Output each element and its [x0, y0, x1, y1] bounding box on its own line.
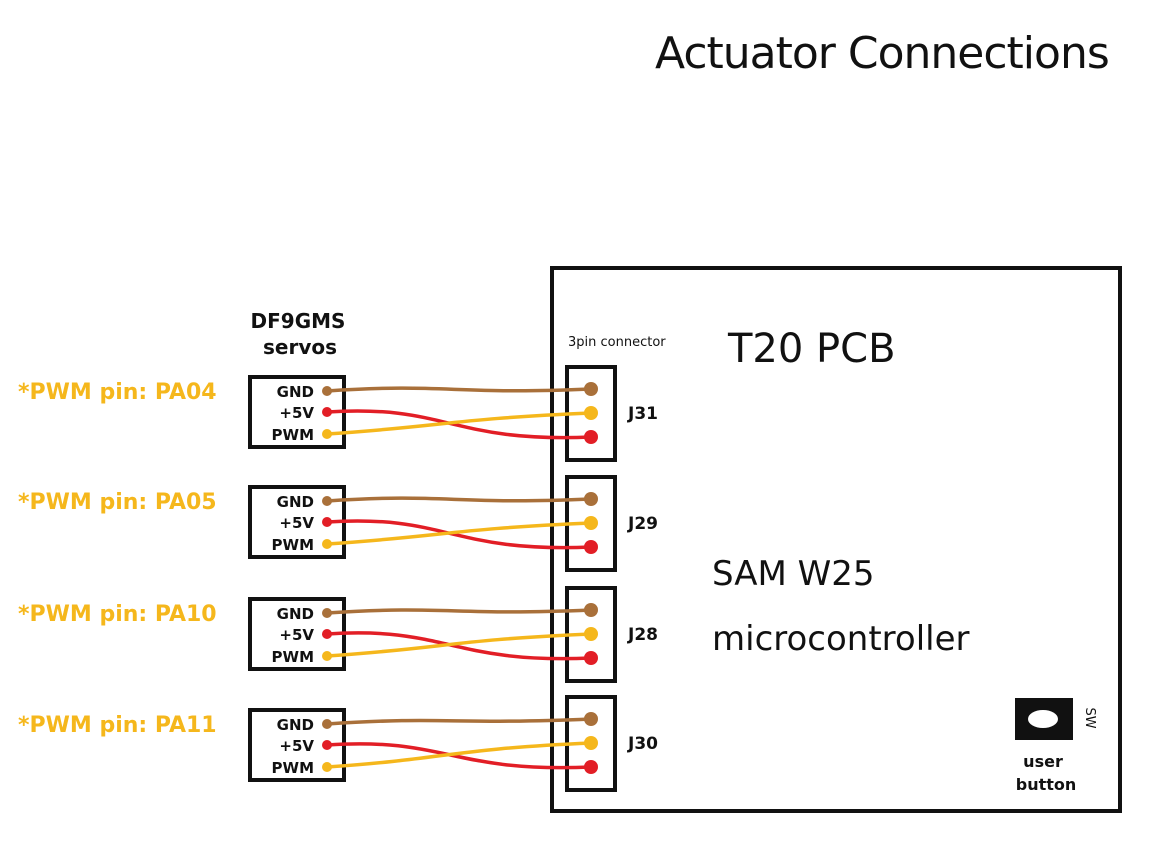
- connector-note: 3pin connector: [568, 335, 666, 350]
- servo-heading-line1: DF9GMS: [251, 309, 346, 333]
- servo-pin-dot: [322, 762, 332, 772]
- pwm-pin-label: *PWM pin: PA04: [18, 380, 217, 405]
- servo-heading-line2: servos: [263, 335, 337, 359]
- pcb-board: [550, 266, 1122, 813]
- servo-pin-label: +5V: [279, 737, 314, 755]
- pwm-pin-label: *PWM pin: PA11: [18, 713, 217, 738]
- servo-pin-label: PWM: [272, 759, 314, 777]
- wire: [325, 717, 593, 726]
- wire: [325, 496, 593, 503]
- sw-label: SW: [1082, 707, 1097, 728]
- servo-pin-label: GND: [277, 493, 314, 511]
- mcu-label: microcontroller: [712, 619, 970, 659]
- servo-pin-label: +5V: [279, 514, 314, 532]
- connector-label: J29: [627, 514, 658, 534]
- servo-pin-label: GND: [277, 716, 314, 734]
- servo-pin-dot: [322, 517, 332, 527]
- servo-pin-dot: [322, 629, 332, 639]
- wire: [325, 521, 593, 546]
- connector-label: J28: [627, 625, 658, 645]
- wire: [325, 386, 593, 393]
- wire: [325, 741, 593, 769]
- wire: [325, 411, 593, 436]
- connector-pin-dot: [584, 760, 598, 774]
- connector-pin-dot: [584, 603, 598, 617]
- servo-pin-dot: [322, 407, 332, 417]
- connector-pin-dot: [584, 736, 598, 750]
- servo-pin-dot: [322, 429, 332, 439]
- mcu-name: SAM W25: [712, 554, 875, 594]
- connector-label: J30: [627, 734, 658, 754]
- pcb-name: T20 PCB: [727, 326, 896, 372]
- connector-pin-dot: [584, 627, 598, 641]
- servo-pin-label: PWM: [272, 536, 314, 554]
- servo-pin-label: +5V: [279, 626, 314, 644]
- pwm-pin-label: *PWM pin: PA10: [18, 602, 217, 627]
- user-button-cap: [1028, 710, 1058, 728]
- connector-pin-dot: [584, 382, 598, 396]
- diagram-title: Actuator Connections: [655, 28, 1109, 79]
- user-button-label-line1: user: [1023, 752, 1063, 771]
- connector-pin-dot: [584, 540, 598, 554]
- wire: [325, 608, 593, 615]
- pwm-pin-label: *PWM pin: PA05: [18, 490, 217, 515]
- servo-pin-dot: [322, 496, 332, 506]
- servo-pin-label: PWM: [272, 426, 314, 444]
- servo-pin-dot: [322, 539, 332, 549]
- connector-pin-dot: [584, 712, 598, 726]
- servo-pin-label: GND: [277, 383, 314, 401]
- connection-row: *PWM pin: PA04 GND +5V PWM J31: [18, 365, 658, 462]
- connection-row: *PWM pin: PA11 GND +5V PWM J30: [18, 695, 658, 792]
- user-button-label-line2: button: [1016, 775, 1077, 794]
- connection-row: *PWM pin: PA10 GND +5V PWM J28: [18, 586, 658, 683]
- servo-pin-label: PWM: [272, 648, 314, 666]
- servo-pin-dot: [322, 608, 332, 618]
- connector-label: J31: [627, 404, 658, 424]
- connector-pin-dot: [584, 430, 598, 444]
- connector-pin-dot: [584, 516, 598, 530]
- servo-pin-dot: [322, 719, 332, 729]
- servo-pin-dot: [322, 386, 332, 396]
- connector-pin-dot: [584, 406, 598, 420]
- connection-row: *PWM pin: PA05 GND +5V PWM J29: [18, 475, 658, 572]
- connector-pin-dot: [584, 492, 598, 506]
- servo-pin-label: GND: [277, 605, 314, 623]
- servo-pin-dot: [322, 740, 332, 750]
- connector-pin-dot: [584, 651, 598, 665]
- wire: [325, 632, 593, 658]
- servo-pin-label: +5V: [279, 404, 314, 422]
- servo-pin-dot: [322, 651, 332, 661]
